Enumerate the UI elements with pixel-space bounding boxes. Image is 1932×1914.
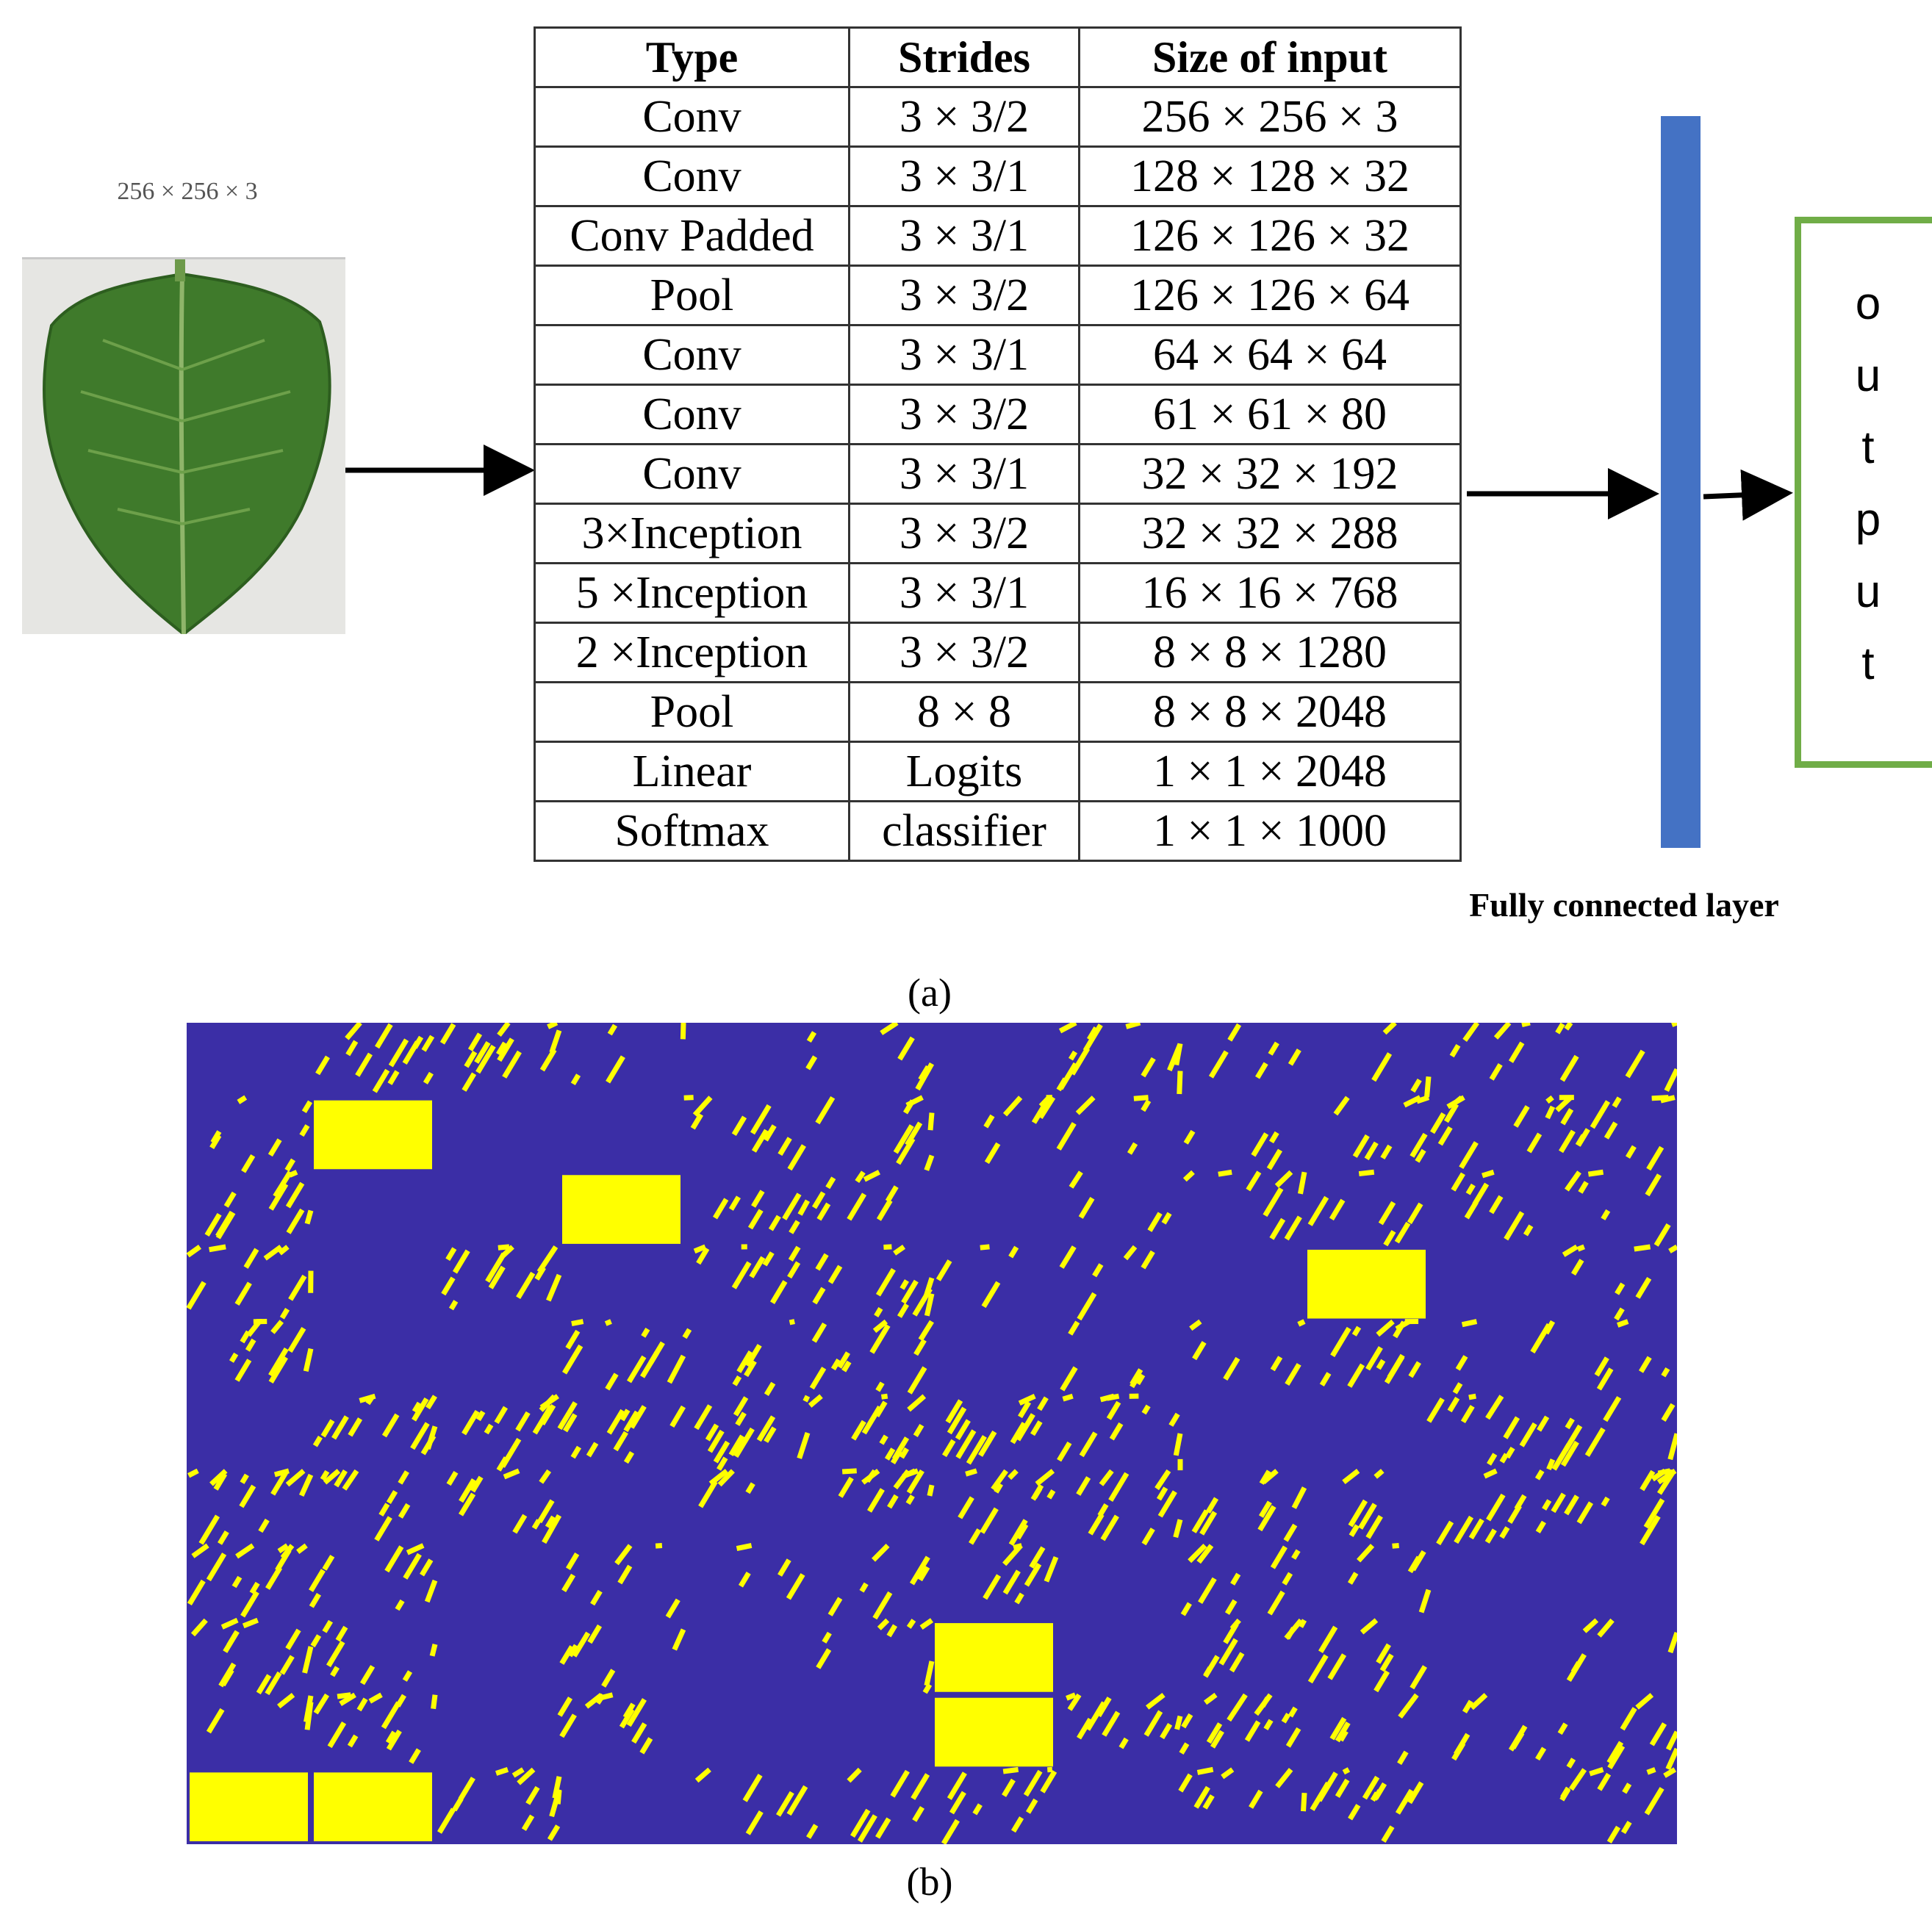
cell-strides: Logits: [848, 741, 1080, 802]
leaf-image: [22, 257, 345, 636]
cell-strides: 3 × 3/1: [848, 205, 1080, 267]
cell-strides: 3 × 3/2: [848, 265, 1080, 326]
cell-size: 61 × 61 × 80: [1078, 384, 1462, 445]
feature-map-image: [186, 1020, 1680, 1845]
cell-type: Conv: [534, 86, 850, 148]
output-letter: o: [1855, 278, 1881, 329]
cell-strides: 3 × 3/1: [848, 324, 1080, 386]
cell-type: Conv: [534, 324, 850, 386]
cell-size: 8 × 8 × 1280: [1078, 622, 1462, 683]
cell-size: 32 × 32 × 288: [1078, 503, 1462, 564]
leaf-illustration: [22, 259, 345, 636]
fully-connected-bar: [1661, 116, 1701, 848]
header-type: Type: [534, 26, 850, 88]
output-letter: t: [1861, 422, 1875, 473]
cell-strides: 3 × 3/2: [848, 384, 1080, 445]
cell-strides: 3 × 3/2: [848, 503, 1080, 564]
cell-size: 126 × 126 × 32: [1078, 205, 1462, 267]
output-letter: u: [1855, 566, 1881, 617]
table-header-row: Type Strides Size of input: [534, 26, 1462, 88]
cell-strides: 8 × 8: [848, 681, 1080, 743]
cell-size: 16 × 16 × 768: [1078, 562, 1462, 624]
cell-strides: classifier: [848, 800, 1080, 862]
cell-type: Pool: [534, 681, 850, 743]
cell-type: Conv Padded: [534, 205, 850, 267]
cell-strides: 3 × 3/1: [848, 443, 1080, 505]
cell-type: 2 ×Inception: [534, 622, 850, 683]
cell-size: 1 × 1 × 2048: [1078, 741, 1462, 802]
cell-strides: 3 × 3/2: [848, 86, 1080, 148]
cell-strides: 3 × 3/1: [848, 145, 1080, 207]
panel-label-a: (a): [908, 971, 952, 1015]
cell-type: Linear: [534, 741, 850, 802]
output-letter: p: [1855, 494, 1881, 545]
cell-size: 8 × 8 × 2048: [1078, 681, 1462, 743]
cell-size: 256 × 256 × 3: [1078, 86, 1462, 148]
fully-connected-label: Fully connected layer: [1469, 886, 1779, 924]
cell-strides: 3 × 3/1: [848, 562, 1080, 624]
cell-type: Conv: [534, 145, 850, 207]
cell-type: 5 ×Inception: [534, 562, 850, 624]
cell-size: 126 × 126 × 64: [1078, 265, 1462, 326]
output-letter: t: [1861, 638, 1875, 689]
output-box: [1795, 217, 1932, 768]
header-size: Size of input: [1078, 26, 1462, 88]
cell-size: 1 × 1 × 1000: [1078, 800, 1462, 862]
cell-size: 128 × 128 × 32: [1078, 145, 1462, 207]
header-strides: Strides: [848, 26, 1080, 88]
cell-size: 64 × 64 × 64: [1078, 324, 1462, 386]
arrow-fc-to-output: [1703, 469, 1793, 521]
input-size-label: 256 × 256 × 3: [117, 178, 258, 205]
output-label: o u t p u t: [1795, 268, 1932, 700]
cell-strides: 3 × 3/2: [848, 622, 1080, 683]
cell-type: 3×Inception: [534, 503, 850, 564]
cell-type: Pool: [534, 265, 850, 326]
flow-arrows: [345, 445, 1793, 521]
cell-type: Softmax: [534, 800, 850, 862]
panel-label-b: (b): [906, 1860, 953, 1904]
cell-size: 32 × 32 × 192: [1078, 443, 1462, 505]
cell-type: Conv: [534, 443, 850, 505]
cell-type: Conv: [534, 384, 850, 445]
feature-map-pattern: [186, 1020, 1680, 1845]
output-letter: u: [1855, 350, 1881, 401]
